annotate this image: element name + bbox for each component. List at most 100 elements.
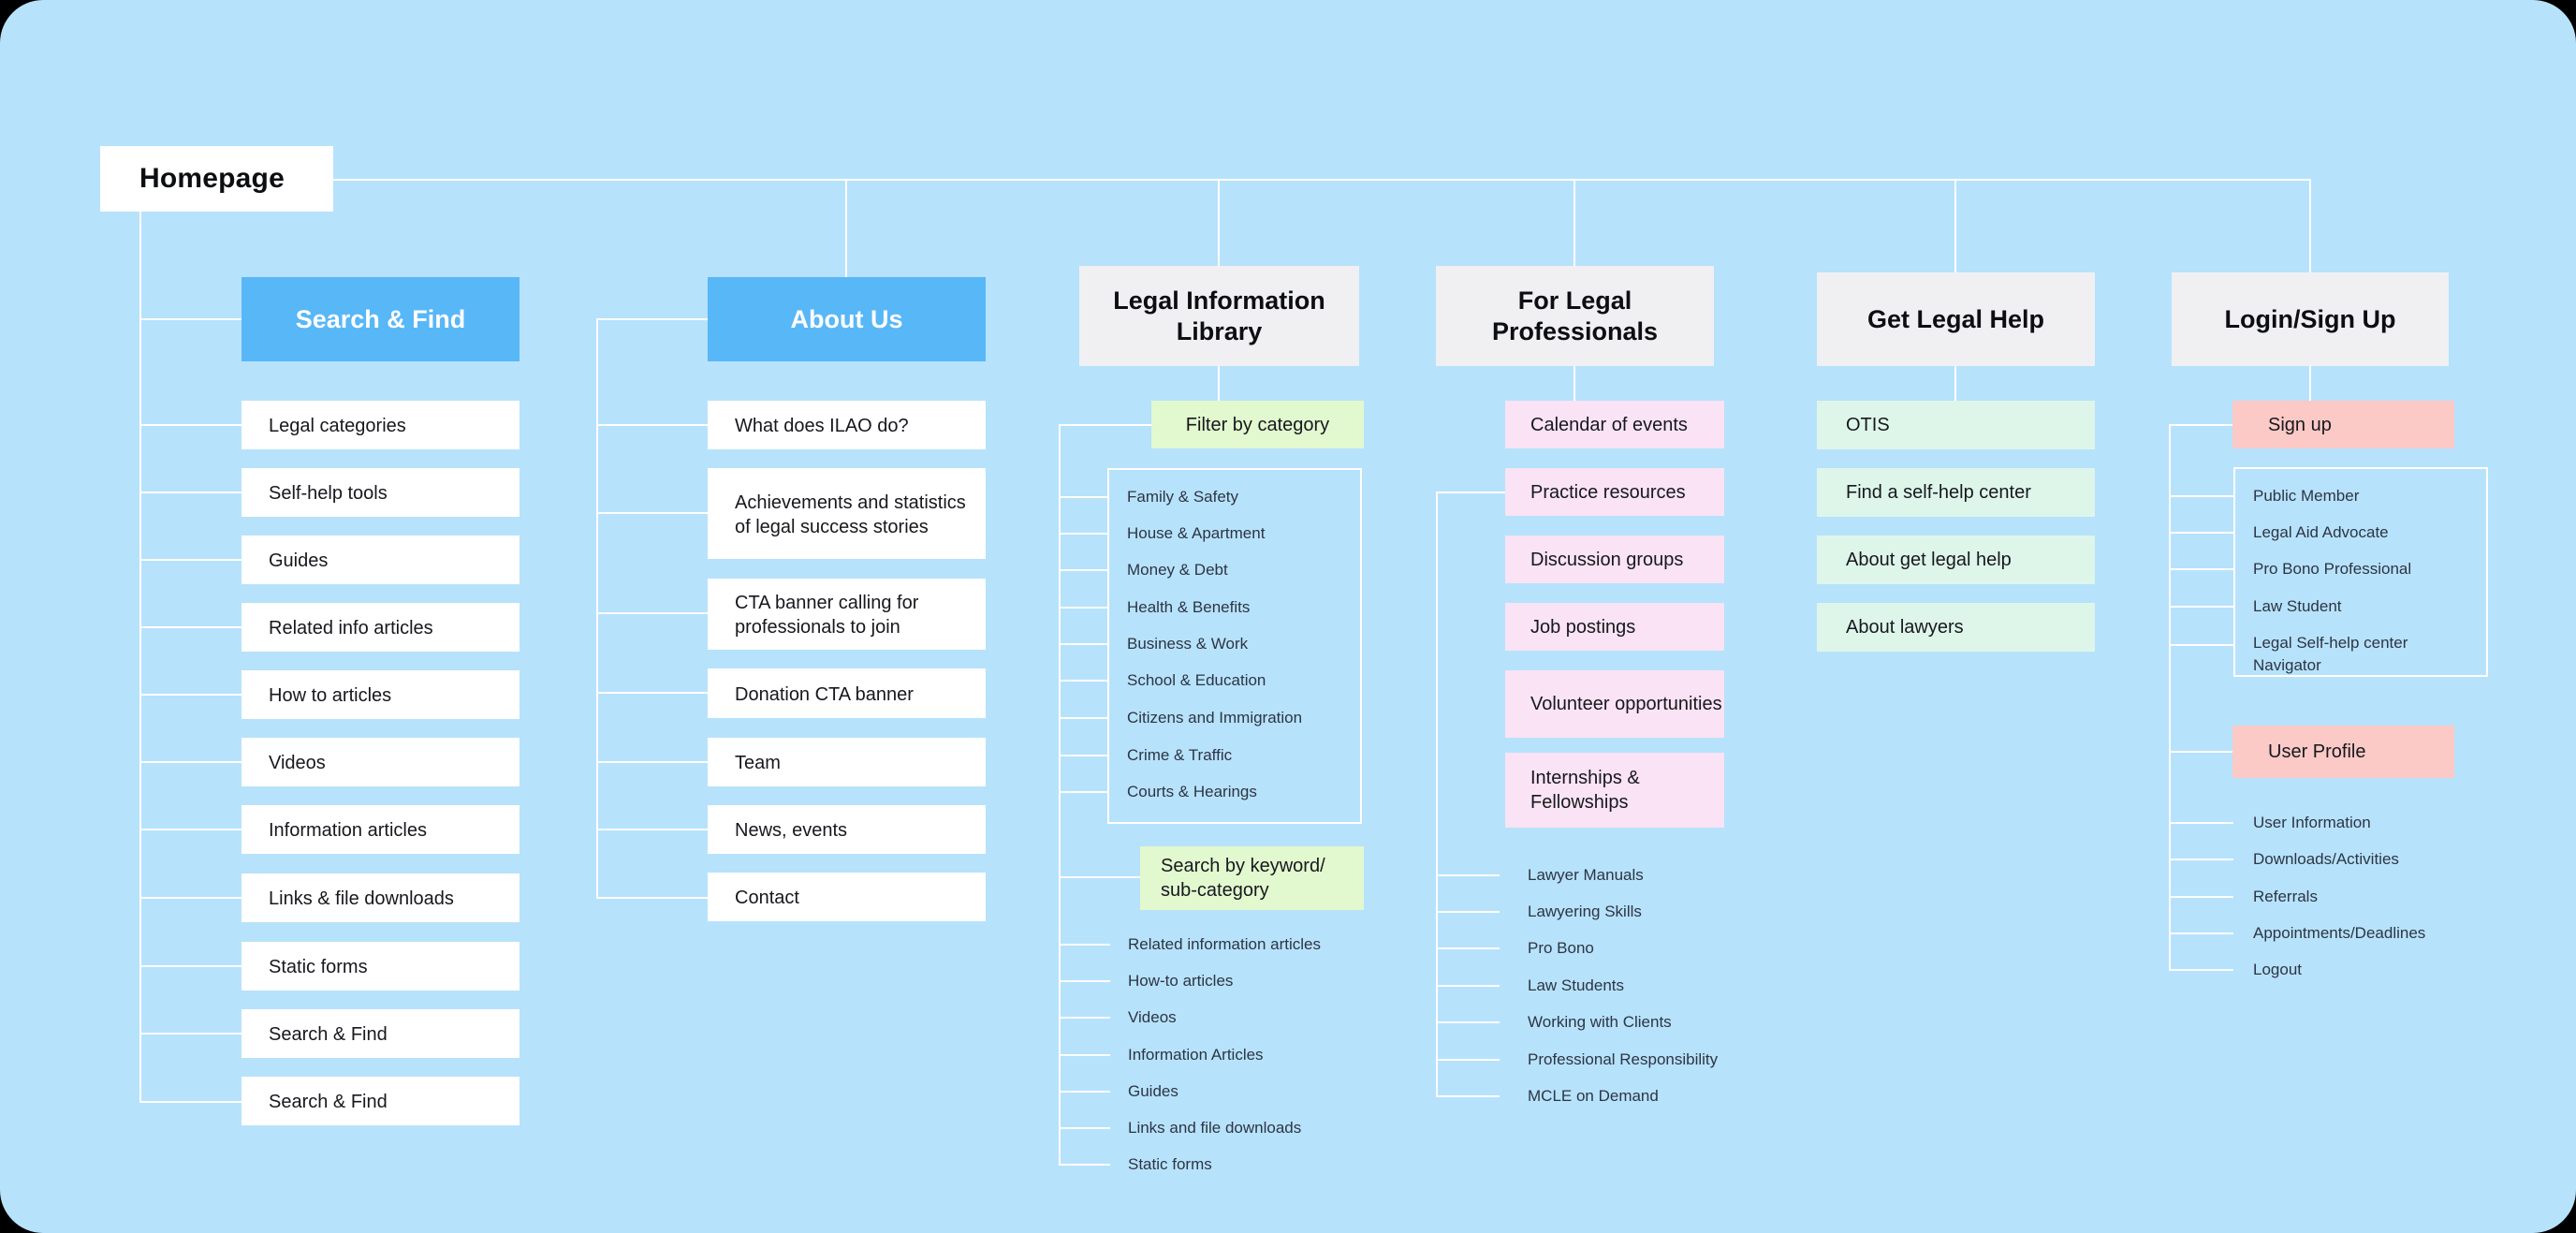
tree-leaf[interactable]: Lawyer Manuals (1528, 866, 1644, 885)
tree-node[interactable]: Guides (242, 536, 520, 584)
tree-leaf[interactable]: Guides (1128, 1082, 1178, 1101)
tree-leaf[interactable]: Professional Responsibility (1528, 1050, 1719, 1069)
chip-get-help[interactable]: OTIS (1817, 401, 2095, 449)
header-legal-information-library[interactable]: Legal Information Library (1079, 266, 1359, 366)
tree-leaf[interactable]: Working with Clients (1528, 1013, 1672, 1032)
tree-leaf[interactable]: Business & Work (1127, 635, 1249, 653)
chip-get-help[interactable]: About get legal help (1817, 536, 2095, 584)
tree-leaf[interactable]: Appointments/Deadlines (2253, 924, 2426, 943)
tree-leaf[interactable]: Pro Bono (1528, 939, 1594, 958)
tree-leaf[interactable]: How-to articles (1128, 972, 1234, 991)
tree-node[interactable]: Contact (708, 873, 986, 921)
header-login-sign-up[interactable]: Login/Sign Up (2172, 272, 2449, 366)
tree-leaf[interactable]: Downloads/Activities (2253, 850, 2399, 869)
tree-leaf[interactable]: Public Member (2253, 487, 2360, 506)
connector-line (1954, 366, 1956, 401)
connector-line (1218, 179, 1220, 266)
node-homepage[interactable]: Homepage (100, 146, 333, 212)
connector-line (1059, 1054, 1110, 1056)
tree-leaf[interactable]: Related information articles (1128, 935, 1321, 954)
chip-search-by-keyword[interactable]: Search by keyword/ sub-category (1140, 846, 1364, 910)
tree-node[interactable]: Legal categories (242, 401, 520, 449)
tree-node[interactable]: Static forms (242, 942, 520, 991)
tree-node[interactable]: Donation CTA banner (708, 668, 986, 718)
tree-node[interactable]: Videos (242, 738, 520, 786)
header-search-and-find[interactable]: Search & Find (242, 277, 520, 361)
tree-leaf[interactable]: Pro Bono Professional (2253, 560, 2412, 579)
tree-leaf[interactable]: Logout (2253, 961, 2302, 979)
tree-leaf[interactable]: User Information (2253, 814, 2371, 832)
tree-node[interactable]: Information articles (242, 805, 520, 854)
chip-featured[interactable]: Discussion groups (1505, 536, 1724, 583)
connector-line (1059, 424, 1061, 1166)
connector-line (2169, 424, 2171, 970)
tree-leaf[interactable]: MCLE on Demand (1528, 1087, 1659, 1106)
chip-filter-by-category[interactable]: Filter by category (1151, 401, 1364, 448)
tree-node[interactable]: How to articles (242, 670, 520, 719)
connector-line (1436, 492, 1438, 1096)
connector-line (845, 179, 847, 279)
tree-leaf[interactable]: Referrals (2253, 888, 2318, 906)
connector-line (141, 965, 242, 967)
connector-line (596, 897, 708, 899)
tree-leaf[interactable]: School & Education (1127, 671, 1266, 690)
connector-line (596, 612, 708, 614)
chip-get-help[interactable]: Find a self-help center (1817, 468, 2095, 517)
tree-leaf[interactable]: Family & Safety (1127, 488, 1239, 506)
connector-line (2169, 644, 2233, 646)
connector-line (596, 829, 708, 830)
connector-line (1059, 1127, 1110, 1129)
tree-leaf[interactable]: Videos (1128, 1008, 1177, 1027)
chip-get-help[interactable]: About lawyers (1817, 603, 2095, 652)
tree-node[interactable]: What does ILAO do? (708, 401, 986, 449)
connector-line (1059, 1017, 1110, 1019)
connector-line (1059, 1091, 1110, 1093)
tree-node[interactable]: Search & Find (242, 1009, 520, 1058)
tree-leaf[interactable]: Law Students (1528, 976, 1625, 995)
tree-node[interactable]: Links & file downloads (242, 873, 520, 922)
chip-featured[interactable]: Volunteer opportunities (1505, 670, 1724, 738)
connector-line (141, 694, 242, 696)
tree-leaf[interactable]: Health & Benefits (1127, 598, 1251, 617)
tree-leaf[interactable]: Legal Aid Advocate (2253, 523, 2389, 542)
header-get-legal-help[interactable]: Get Legal Help (1817, 272, 2095, 366)
tree-leaf[interactable]: Law Student (2253, 597, 2342, 616)
connector-line (141, 1033, 242, 1035)
tree-leaf[interactable]: Money & Debt (1127, 561, 1228, 580)
chip-featured[interactable]: Job postings (1505, 603, 1724, 651)
tree-leaf[interactable]: Links and file downloads (1128, 1119, 1302, 1138)
tree-leaf[interactable]: Legal Self-help center Navigator (2253, 634, 2408, 674)
chip-label-line: sub-category (1161, 880, 1269, 901)
connector-line (2169, 495, 2233, 497)
header-about-us[interactable]: About Us (708, 277, 986, 361)
tree-leaf[interactable]: Courts & Hearings (1127, 783, 1257, 801)
tree-node[interactable]: Self-help tools (242, 468, 520, 517)
chip-featured[interactable]: Calendar of events (1505, 401, 1724, 448)
tree-leaf[interactable]: Information Articles (1128, 1046, 1264, 1064)
tree-leaf[interactable]: Crime & Traffic (1127, 746, 1233, 765)
tree-node[interactable]: Team (708, 738, 986, 786)
connector-line (1059, 680, 1107, 682)
tree-node[interactable]: Related info articles (242, 603, 520, 652)
connector-line (141, 897, 242, 899)
chip-featured[interactable]: Practice resources (1505, 468, 1724, 516)
connector-line (2309, 179, 2311, 272)
tree-node[interactable]: News, events (708, 805, 986, 854)
connector-line (2169, 859, 2233, 860)
tree-node[interactable]: Achievements and statistics of legal suc… (708, 468, 986, 559)
chip-featured[interactable]: Internships & Fellowships (1505, 753, 1724, 828)
connector-line (2169, 532, 2233, 534)
tree-leaf[interactable]: Lawyering Skills (1528, 903, 1642, 921)
connector-line (2169, 896, 2233, 898)
connector-line (2169, 606, 2233, 608)
tree-node[interactable]: CTA banner calling for professionals to … (708, 579, 986, 650)
chip-sign-up[interactable]: Sign up (2232, 401, 2454, 448)
header-for-legal-professionals[interactable]: For Legal Professionals (1436, 266, 1714, 366)
connector-line (596, 318, 598, 899)
tree-leaf[interactable]: Citizens and Immigration (1127, 709, 1303, 727)
chip-user-profile[interactable]: User Profile (2232, 726, 2454, 778)
tree-node[interactable]: Search & Find (242, 1077, 520, 1125)
tree-leaf[interactable]: Static forms (1128, 1155, 1212, 1174)
tree-leaf[interactable]: House & Apartment (1127, 524, 1266, 543)
